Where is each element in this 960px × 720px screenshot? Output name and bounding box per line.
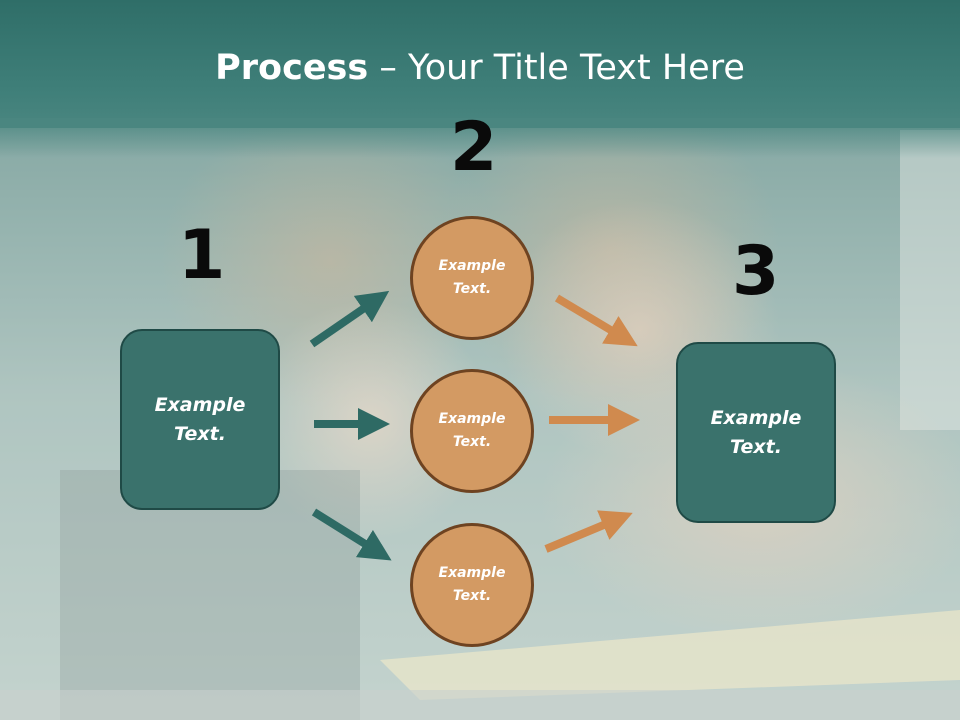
slide-title: Process – Your Title Text Here <box>0 48 960 88</box>
process-circle-bottom-text: Example Text. <box>438 565 506 604</box>
process-circle-top[interactable]: Example Text. <box>410 216 534 340</box>
step-number-3: 3 <box>732 232 780 311</box>
arrow-right-down-orange-icon <box>554 294 638 347</box>
arrow-right-down-icon <box>311 508 392 561</box>
arrow-right-up-orange-icon <box>544 510 633 553</box>
process-circle-middle-text: Example Text. <box>438 411 506 450</box>
title-bar <box>0 0 960 128</box>
title-bold: Process <box>215 48 369 88</box>
step-number-2: 2 <box>450 108 498 187</box>
step-number-1: 1 <box>178 216 226 295</box>
left-step-box[interactable]: Example Text. <box>120 329 280 510</box>
arrow-right-up-icon <box>309 290 390 348</box>
title-fade <box>0 118 960 158</box>
process-circle-bottom[interactable]: Example Text. <box>410 523 534 647</box>
title-rest: – Your Title Text Here <box>368 48 745 88</box>
process-circle-middle[interactable]: Example Text. <box>410 369 534 493</box>
left-step-box-text: Example Text. <box>154 393 246 445</box>
process-circle-top-text: Example Text. <box>438 258 506 297</box>
right-step-box-text: Example Text. <box>710 406 802 458</box>
right-step-box[interactable]: Example Text. <box>676 342 836 523</box>
